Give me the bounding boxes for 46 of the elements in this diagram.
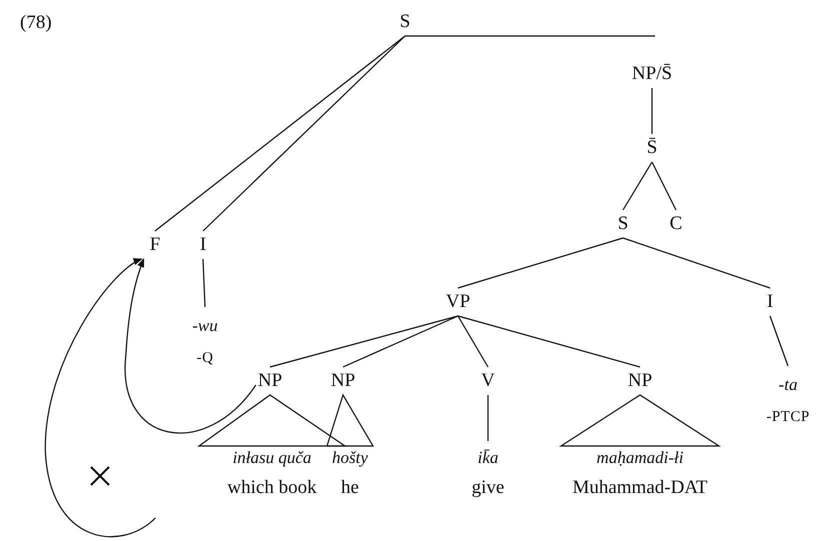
word-form: inłasu quča: [232, 447, 312, 469]
gloss: which book: [227, 476, 317, 500]
triangle-branch: [558, 394, 722, 447]
category-label: I: [766, 290, 774, 314]
tree-branch: [405, 35, 655, 37]
gloss: give: [472, 476, 504, 500]
category-label: S: [618, 212, 628, 236]
example-number: (78): [20, 12, 52, 34]
tree-branch: [342, 315, 458, 368]
category-label: NP: [330, 369, 356, 393]
word-form: -wu: [192, 315, 218, 337]
tree-branch: [769, 316, 789, 366]
category-label: C: [670, 212, 682, 236]
gloss: -PTCP: [766, 408, 810, 427]
tree-branch: [202, 36, 406, 232]
tree-branch: [622, 237, 770, 289]
tree-branch: [622, 162, 653, 210]
movement-arrow: [44, 258, 156, 538]
word-form: ik̄a: [476, 447, 500, 469]
category-label: S̄: [646, 136, 658, 160]
category-label: NP: [628, 369, 652, 393]
triangle-branch: [197, 394, 347, 447]
category-label: VP: [446, 290, 470, 314]
gloss: Muhammad-DAT: [572, 476, 708, 500]
category-label: NP: [258, 369, 282, 393]
tree-branch: [458, 315, 640, 368]
tree-branch: [270, 315, 458, 368]
tree-branch: [651, 162, 677, 210]
tree-branch: [651, 88, 653, 134]
tree-branch: [154, 36, 406, 232]
tree-branch: [202, 258, 206, 308]
category-label: V: [481, 369, 495, 393]
tree-branch: [458, 237, 624, 289]
category-label: NP/S̄: [632, 62, 672, 86]
gloss: he: [340, 476, 360, 500]
word-form: -ta: [778, 374, 798, 396]
category-label: I: [200, 233, 206, 257]
triangle-branch: [326, 394, 374, 447]
word-form: maḥamadi-łi: [596, 447, 684, 469]
tree-branch: [457, 316, 489, 368]
category-label: F: [150, 233, 160, 257]
category-label: S: [400, 10, 410, 34]
word-form: hošty: [332, 447, 368, 469]
tree-branch: [487, 395, 489, 441]
gloss: -Q: [196, 349, 214, 368]
movement-arrow: [124, 258, 256, 434]
